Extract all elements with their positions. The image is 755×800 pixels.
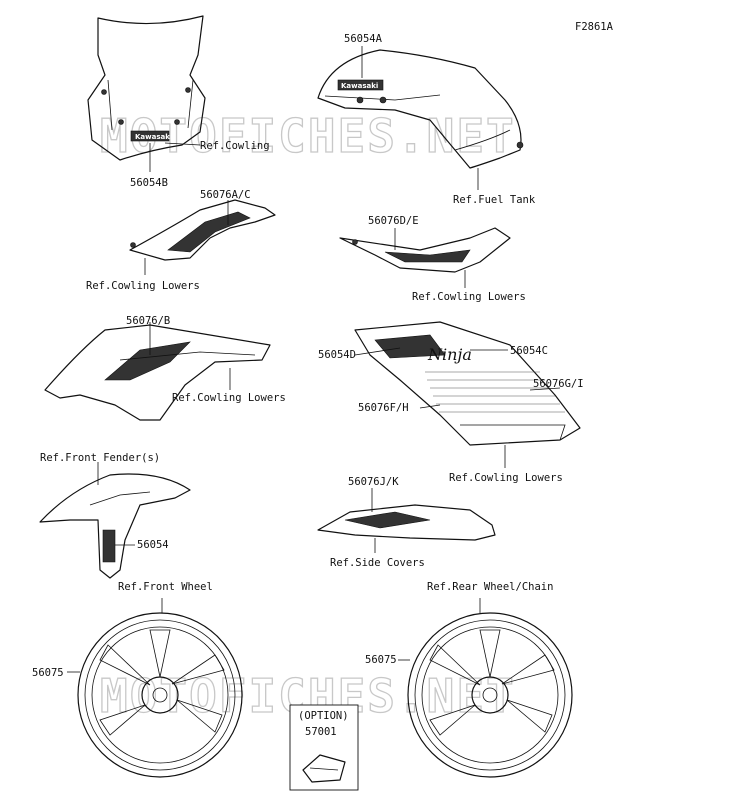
fuel-tank-part[interactable]: Kawasaki [317,49,524,169]
side-fairing-hatch-area [425,371,565,413]
part-56076B-label: 56076/B [126,315,170,327]
windscreen-part[interactable]: Kawasaki [87,15,206,161]
ref-front-fender-label: Ref.Front Fender(s) [40,452,160,464]
fuel-tank-logo: Kawasaki [341,82,378,90]
svg-text:Ninja: Ninja [427,345,472,364]
part-56076FH-label: 56076F/H [358,402,409,414]
option-box: (OPTION) 57001 [289,704,359,791]
part-56054D-label: 56054D [318,349,356,361]
part-56054-label: 56054 [137,539,169,551]
ref-cowling-lowers-1: Ref.Cowling Lowers [86,280,200,292]
ref-cowling-lowers-3: Ref.Cowling Lowers [172,392,286,404]
part-56054B-label: 56054B [130,177,168,189]
front-fender-part[interactable] [39,473,191,579]
lower-cowl-upper-right-part[interactable] [339,227,511,273]
windscreen-logo: Kawasaki [135,133,172,141]
ref-fuel-tank-label: Ref.Fuel Tank [453,194,536,206]
lower-cowl-upper-left-part[interactable] [129,199,276,261]
option-box-title: (OPTION) [298,710,349,722]
part-56076JK-label: 56076J/K [348,476,399,488]
part-56054A-label: 56054A [344,33,383,45]
ref-cowling-lowers-4: Ref.Cowling Lowers [449,472,563,484]
figure-code: F2861A [575,21,614,33]
part-56075-front-label: 56075 [32,667,64,679]
ref-cowling-lowers-2: Ref.Cowling Lowers [412,291,526,303]
side-fairing-right-part[interactable]: Ninja [354,321,581,446]
part-56075-rear-label: 56075 [365,654,397,666]
side-fairing-left-part[interactable] [44,324,271,421]
option-box-part: 57001 [305,726,337,738]
option-tool-part[interactable] [302,754,346,783]
side-cover-part[interactable] [317,504,496,541]
ref-cowling-label: Ref.Cowling [200,140,270,152]
part-56076DE-label: 56076D/E [368,215,419,227]
ref-rear-wheel-label: Ref.Rear Wheel/Chain [427,581,553,593]
part-56054C-label: 56054C [510,345,548,357]
ref-side-covers-label: Ref.Side Covers [330,557,425,569]
part-56076AC-label: 56076A/C [200,189,251,201]
rear-wheel-part[interactable] [407,612,573,778]
front-wheel-part[interactable] [77,612,243,778]
part-56076GI-label: 56076G/I [533,378,584,390]
ref-front-wheel-label: Ref.Front Wheel [118,581,213,593]
